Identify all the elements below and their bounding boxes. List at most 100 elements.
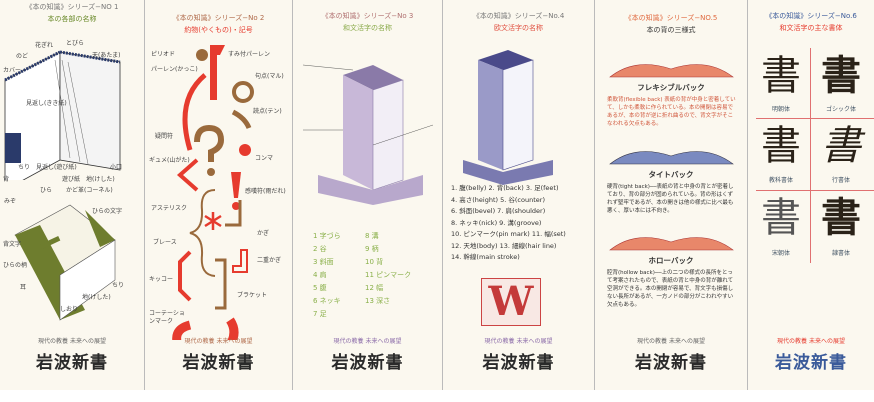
glyph-mincho: 書 bbox=[761, 53, 801, 99]
tagline: 現代の教養 未来への展望 bbox=[484, 338, 553, 345]
grid-divider bbox=[756, 190, 874, 191]
bookmark-4: 《本の知識》シリーズ−No.4 欧文活字の名称 1. 腹(belly) 2. 背… bbox=[443, 0, 595, 390]
tagline: 現代の教養 未来への展望 bbox=[184, 338, 253, 345]
label: アステリスク bbox=[151, 205, 188, 212]
label: 見返し(遊び紙) bbox=[36, 164, 77, 171]
label: すみ付パーレン bbox=[228, 51, 271, 58]
list-item: 2 谷 bbox=[313, 245, 327, 253]
list-item: 5 腹 bbox=[313, 284, 327, 292]
label: カバー bbox=[3, 67, 22, 74]
series-title: 《本の知識》シリーズ−No.6 bbox=[765, 12, 857, 20]
label: 感嘆符(雨だれ) bbox=[245, 188, 286, 195]
bookmark-1: 《本の知識》シリーズ−NO 1 本の各部の名称 花ぎれ とびら のど 天(あたま… bbox=[0, 0, 145, 390]
glyph-reisho: 書 bbox=[821, 194, 861, 241]
label: コーテーションマーク bbox=[149, 310, 185, 325]
subtitle: 和文活字の名称 bbox=[343, 24, 392, 32]
font-label: 隷書体 bbox=[831, 250, 850, 257]
label: ちり bbox=[112, 282, 125, 289]
font-label: 宋朝体 bbox=[771, 250, 790, 257]
label: 疑問符 bbox=[155, 133, 174, 140]
brand-logo: 岩波新書 bbox=[775, 353, 847, 373]
list-item: 11 ピンマーク bbox=[365, 271, 412, 279]
list-item: 12 幅 bbox=[365, 284, 384, 292]
tight-back-book-icon bbox=[609, 151, 734, 165]
label: ひらの文字 bbox=[92, 208, 123, 215]
label: 小口 bbox=[110, 164, 123, 171]
list-item: 1 字づら bbox=[313, 232, 341, 240]
hollow-back-book-icon bbox=[609, 237, 734, 251]
list-item: 14. 幹線(main stroke) bbox=[451, 253, 520, 261]
subtitle: 和文活字の主な書体 bbox=[779, 24, 843, 32]
book-closed-illustration bbox=[14, 204, 116, 321]
label: ひら bbox=[40, 187, 53, 194]
glyph-socho: 書 bbox=[761, 195, 801, 241]
section-text: 硬背(tight back)──表紙の背と中身の背とが密着しており、背の部分が固… bbox=[607, 184, 734, 214]
label: 読点(テン) bbox=[253, 108, 282, 115]
glyph-gothic: 書 bbox=[821, 53, 861, 99]
grid-divider bbox=[810, 48, 811, 263]
tagline: 現代の教養 未来への展望 bbox=[637, 338, 705, 345]
font-label: 教科書体 bbox=[768, 177, 793, 184]
section-text: 腔背(hollow back)──上の二つの様式の長所をとって考案されたもので、… bbox=[607, 270, 734, 308]
label: 天(あたま) bbox=[92, 52, 121, 59]
label: キッコー bbox=[149, 276, 174, 283]
brand-logo: 岩波新書 bbox=[331, 353, 404, 373]
label: ブラケット bbox=[237, 292, 268, 299]
font-label: ゴシック体 bbox=[825, 106, 856, 113]
label: 耳 bbox=[20, 284, 27, 291]
bookmark-6: 《本の知識》シリーズ−No.6 和文活字の主な書体 書 書 書 書 書 書 明朝… bbox=[748, 0, 874, 390]
list-item: 1. 腹(belly) 2. 背(back) 3. 足(feet) bbox=[451, 184, 559, 192]
parts-list: 1. 腹(belly) 2. 背(back) 3. 足(feet) 4. 高さ(… bbox=[451, 183, 566, 264]
section-title: フレキシブルバック bbox=[637, 83, 705, 92]
section-title: タイトバック bbox=[648, 170, 694, 179]
tagline: 現代の教養 未来への展望 bbox=[333, 338, 402, 345]
list-item: 7 足 bbox=[313, 310, 327, 318]
label: みぞ bbox=[4, 198, 17, 205]
list-item: 9 柄 bbox=[365, 245, 379, 253]
label: パーレン(かっこ) bbox=[151, 66, 198, 73]
bookmark-2: 《本の知識》シリーズ−No 2 約物(やくもの)・記号 ピリオド すみ付パーレン… bbox=[145, 0, 293, 390]
subtitle: 本の各部の名称 bbox=[47, 15, 97, 23]
glyph-w: W bbox=[488, 278, 534, 325]
list-item: 8. ネッキ(nick) 9. 溝(groove) bbox=[451, 218, 542, 227]
punctuation-illustration bbox=[172, 45, 254, 340]
label: 花ぎれ bbox=[35, 42, 54, 49]
subtitle: 欧文活字の名称 bbox=[494, 24, 543, 32]
list-item: 12. 天地(body) 13. 細線(hair line) bbox=[451, 241, 557, 250]
label: 二重かぎ bbox=[257, 257, 282, 264]
bookmark-3: 《本の知識》シリーズ−No 3 和文活字の名称 1 字づら 2 谷 3 斜面 4… bbox=[293, 0, 443, 390]
label: かど革(コーネル) bbox=[66, 187, 113, 194]
label: 見返し(きき紙) bbox=[26, 100, 67, 107]
grid-divider bbox=[756, 118, 874, 119]
series-title: 《本の知識》シリーズ−No.4 bbox=[472, 12, 565, 20]
bookmark-5: 《本の知識》シリーズ−NO.5 本の背の三様式 フレキシブルバック 柔軟背(fl… bbox=[595, 0, 748, 390]
subtitle: 約物(やくもの)・記号 bbox=[184, 26, 253, 34]
tagline: 現代の教養 未来への展望 bbox=[777, 338, 845, 345]
label: とびら bbox=[66, 40, 85, 47]
latin-type-illustration bbox=[463, 50, 553, 185]
brand-logo: 岩波新書 bbox=[635, 353, 707, 373]
section-text: 柔軟背(flexible back) 表紙の背が中身と密着していて、しかも柔軟に… bbox=[607, 97, 736, 127]
label: ギュメ(山がた) bbox=[149, 157, 190, 164]
label: ひらの柄 bbox=[3, 262, 28, 269]
subtitle: 本の背の三様式 bbox=[646, 26, 696, 34]
flexible-back-book-icon bbox=[609, 64, 734, 78]
tagline: 現代の教養 未来への展望 bbox=[38, 338, 106, 345]
glyph-gyosho: 書 bbox=[821, 123, 861, 169]
label: 地(けした) bbox=[86, 176, 115, 183]
section-title: ホローバック bbox=[648, 256, 694, 265]
label: かぎ bbox=[257, 230, 270, 237]
label: 句点(マル) bbox=[255, 73, 284, 80]
label: のど bbox=[16, 53, 29, 60]
series-title: 《本の知識》シリーズ−NO.5 bbox=[624, 14, 718, 22]
brand-logo: 岩波新書 bbox=[36, 353, 108, 373]
label: しおり bbox=[60, 306, 79, 313]
glyph-kyokasho: 書 bbox=[761, 123, 801, 169]
list-item: 4. 高さ(height) 5. 谷(counter) bbox=[451, 195, 545, 204]
list-item: 10. ピンマーク(pin mark) 11. 幅(set) bbox=[451, 230, 566, 238]
series-title: 《本の知識》シリーズ−NO 1 bbox=[25, 3, 119, 11]
list-item: 13 深さ bbox=[365, 297, 391, 305]
list-item: 6. 斜面(bevel) 7. 肩(shoulder) bbox=[451, 207, 546, 215]
label: 遊び紙 bbox=[62, 176, 81, 183]
series-title: 《本の知識》シリーズ−No 2 bbox=[172, 14, 265, 22]
